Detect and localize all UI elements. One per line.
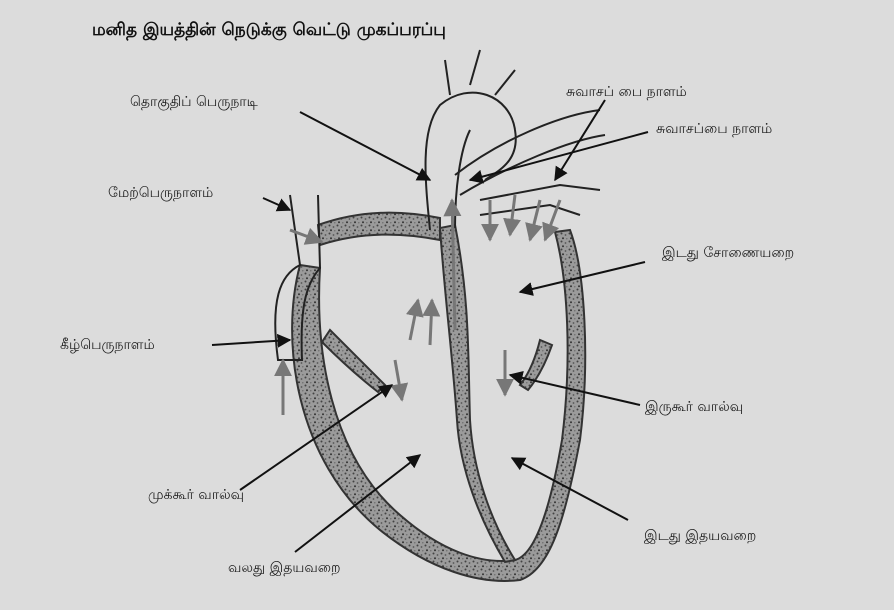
tricuspid-leaflet	[322, 330, 385, 392]
label-tricuspid-valve: முக்கூர் வால்வு	[148, 487, 244, 505]
heart-outer-wall	[292, 230, 585, 581]
label-superior-vena-cava: மேற்பெருநாளம்	[108, 185, 213, 203]
diagram-title: மனித இயத்தின் நெடுக்கு வெட்டு முகப்பரப்ப…	[92, 20, 446, 42]
label-pulmonary-artery: சுவாசப் பை நாளம்	[566, 84, 687, 102]
aorta-branches	[445, 50, 515, 95]
label-pulmonary-vein: சுவாசப்பை நாளம்	[656, 121, 772, 139]
pulmonary-trunk	[455, 110, 605, 195]
label-inferior-vena-cava: கீழ்பெருநாளம்	[60, 337, 155, 355]
atrial-roof	[318, 213, 440, 245]
label-right-ventricle: வலது இதயவறை	[228, 560, 341, 578]
bicuspid-leaflet	[520, 340, 552, 390]
label-aorta: தொகுதிப் பெருநாடி	[130, 94, 258, 112]
label-left-atrium: இடது சோணையறை	[662, 245, 794, 263]
aorta-tube	[426, 93, 516, 230]
label-left-ventricle: இடது இதயவறை	[644, 528, 756, 546]
label-bicuspid-valve: இருகூர் வால்வு	[645, 399, 743, 417]
